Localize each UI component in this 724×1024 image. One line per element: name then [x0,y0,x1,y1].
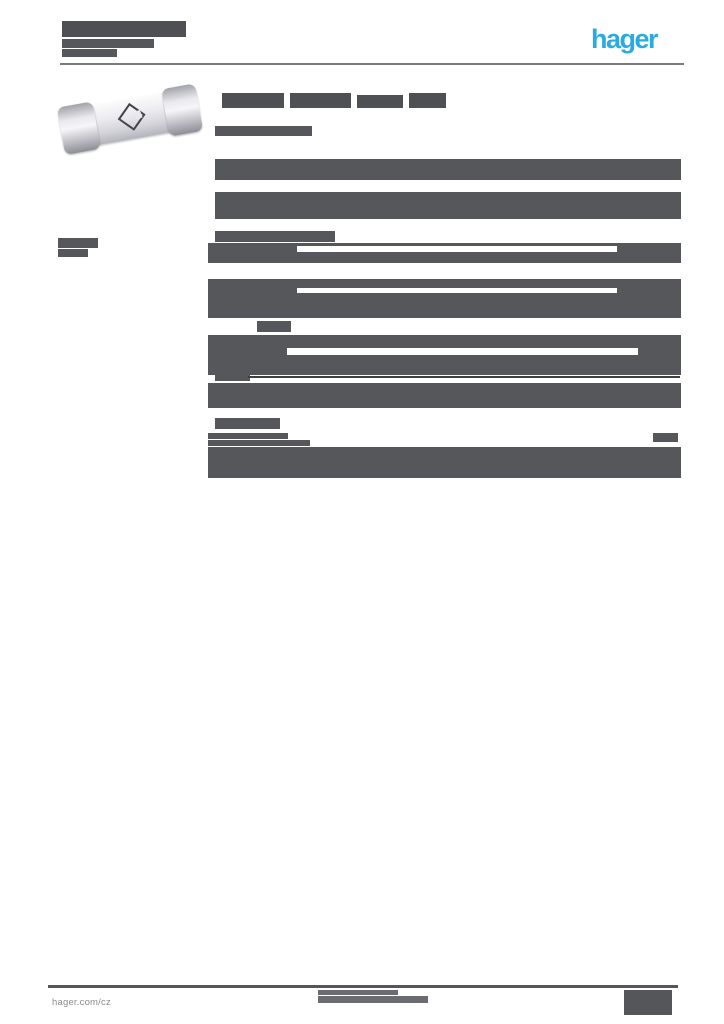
spec-row-word [215,375,250,381]
fuse-metal-cap-right [161,83,204,137]
leader-gap-1 [297,246,617,252]
spec-row-band-2 [208,279,681,318]
footer-website-link[interactable]: hager.com/cz [52,997,111,1008]
description-paragraph-2 [215,192,681,219]
section-header-bar-1 [215,231,335,242]
margin-note-line-1 [58,238,98,248]
section-header-bar-2 [215,418,280,429]
hager-logo: hager [591,24,659,54]
unit-label-bar [257,321,291,332]
product-title-word-4 [409,93,446,108]
leader-gap-3 [287,348,638,355]
spec-value-fragment [653,433,678,442]
footer-divider-line [48,985,678,988]
header-ref-line-3 [62,49,117,57]
footer-center-line-2 [318,996,428,1003]
product-title-word-3 [357,95,403,108]
product-subtitle-bar [215,126,312,136]
spec-label-line-1 [208,433,288,439]
description-paragraph-1 [215,159,681,180]
spec-row-band-4 [208,383,681,408]
product-photo-cartridge-fuse [56,83,204,155]
row-divider-line [248,376,680,378]
spec-row-band-5 [208,447,681,478]
leader-gap-2 [297,288,617,293]
footer-page-badge [624,990,672,1015]
header-ref-line-2 [62,39,154,48]
footer-center-line-1 [318,990,398,995]
fuse-rotated-group [55,72,207,166]
product-title-word-1 [222,93,284,108]
header-ref-line-1 [62,21,186,37]
spec-label-line-2 [208,440,310,446]
header-divider-line [60,63,684,65]
margin-note-line-2 [58,249,88,257]
product-title-word-2 [290,93,351,108]
spec-row-band-3 [208,335,681,375]
